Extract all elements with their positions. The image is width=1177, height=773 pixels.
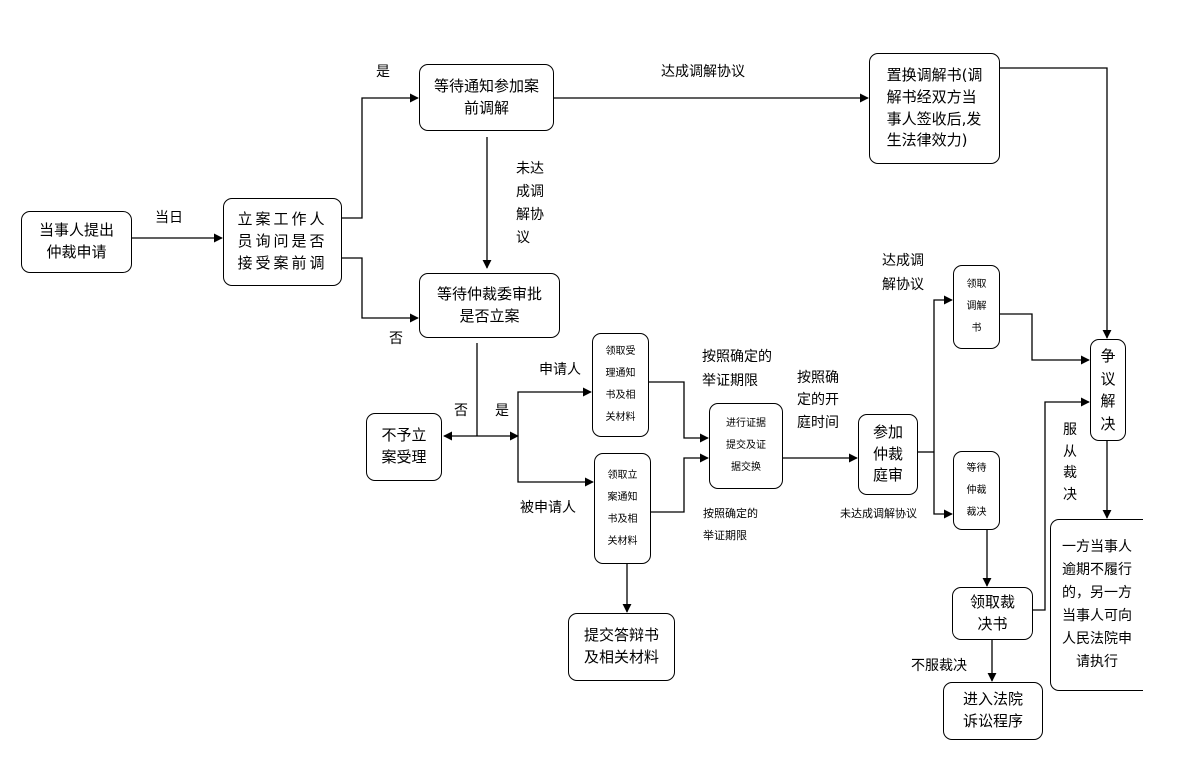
label-yes-top: 是 [376, 64, 390, 80]
node-hearing-text: 参加 仲裁 庭审 [872, 422, 903, 485]
label-agreement-top: 达成调解协议 [661, 64, 745, 80]
node-get-mediation-text: 领取 调解 书 [966, 279, 987, 334]
node-wait-approval: 等待仲裁委审批 是否立案 [419, 273, 560, 338]
node-respondent-docs: 领取立 案通知 书及相 关材料 [594, 453, 651, 564]
node-wait-mediation: 等待通知参加案 前调解 [419, 64, 554, 131]
arrow-get-award-to-resolved [1033, 397, 1090, 611]
node-replace-doc: 置换调解书(调 解书经双方当 事人签收后,发 生法律效力) [869, 53, 1000, 164]
arrow-mediation-doc-to-resolved [1000, 313, 1090, 365]
node-lawsuit: 进入法院 诉讼程序 [943, 682, 1043, 740]
node-submit-defense-text: 提交答辩书 及相关材料 [583, 626, 659, 666]
label-same-day: 当日 [155, 210, 183, 226]
node-reject: 不予立 案受理 [366, 413, 442, 481]
node-await-award-text: 等待 仲裁 裁决 [966, 462, 987, 518]
node-applicant-docs: 领取受 理通知 书及相 关材料 [592, 333, 649, 437]
label-no-left: 否 [389, 331, 403, 347]
label-evidence-period-top: 按照确定的 举证期限 [702, 349, 772, 389]
node-evidence-text: 进行证据 提交及证 据交换 [726, 418, 766, 473]
node-get-award: 领取裁 决书 [952, 587, 1033, 640]
node-submit-defense: 提交答辩书 及相关材料 [568, 613, 675, 681]
arrow-to-applicant-docs [517, 387, 592, 436]
node-await-award: 等待 仲裁 裁决 [953, 451, 1000, 530]
node-dispute-resolved: 争 议 解 决 [1090, 339, 1126, 441]
arrow-to-await-award [933, 452, 953, 519]
node-reject-text: 不予立 案受理 [381, 426, 427, 466]
node-wait-approval-text: 等待仲裁委审批 是否立案 [436, 284, 542, 325]
node-court-exec: 一方当事人 逾期不履行 的，另一方 当事人可向 人民法院申 请执行 [1050, 519, 1143, 691]
label-hearing-time: 按照确 定的开 庭时间 [797, 370, 839, 431]
arrow-inquiry-to-mediation [342, 93, 419, 219]
node-inquiry-text: 立案工作人 员询问是否 接受案前调 [237, 210, 328, 272]
node-hearing: 参加 仲裁 庭审 [858, 414, 918, 495]
node-get-award-text: 领取裁 决书 [969, 592, 1015, 633]
node-wait-mediation-text: 等待通知参加案 前调解 [433, 76, 539, 117]
node-apply: 当事人提出 仲裁申请 [21, 211, 132, 273]
node-court-exec-text: 一方当事人 逾期不履行 的，另一方 当事人可向 人民法院申 请执行 [1062, 538, 1132, 671]
node-applicant-docs-text: 领取受 理通知 书及相 关材料 [605, 346, 636, 423]
node-inquiry: 立案工作人 员询问是否 接受案前调 [223, 198, 342, 286]
arrow-replace-to-resolved [1000, 67, 1112, 339]
label-yes-mid: 是 [495, 403, 509, 419]
node-replace-doc-text: 置换调解书(调 解书经双方当 事人签收后,发 生法律效力) [886, 66, 983, 150]
node-dispute-resolved-text: 争 议 解 决 [1100, 347, 1116, 433]
label-agreement-right: 达成调 解协议 [882, 253, 924, 293]
label-applicant: 申请人 [539, 362, 581, 378]
node-respondent-docs-text: 领取立 案通知 书及相 关材料 [607, 469, 638, 547]
label-not-agreed: 未达 成调 解协 议 [516, 161, 544, 247]
node-lawsuit-text: 进入法院 诉讼程序 [962, 690, 1023, 730]
label-evidence-period-bottom: 按照确定的 举证期限 [703, 507, 758, 542]
node-get-mediation: 领取 调解 书 [953, 265, 1000, 349]
label-obey-award: 服 从 裁 决 [1063, 422, 1077, 504]
arrow-inquiry-to-approval [342, 257, 419, 323]
label-respondent: 被申请人 [520, 500, 576, 516]
label-not-agreed-bottom: 未达成调解协议 [840, 507, 917, 520]
node-evidence: 进行证据 提交及证 据交换 [709, 403, 783, 489]
arrow-to-respondent-docs [517, 436, 594, 487]
arrow-applicant-to-evidence [649, 381, 709, 443]
node-apply-text: 当事人提出 仲裁申请 [38, 221, 114, 261]
label-no-mid: 否 [454, 403, 468, 419]
arrow-to-get-mediation [933, 295, 953, 452]
label-disobey: 不服裁决 [911, 658, 967, 674]
arrow-respondent-to-evidence [651, 453, 709, 513]
